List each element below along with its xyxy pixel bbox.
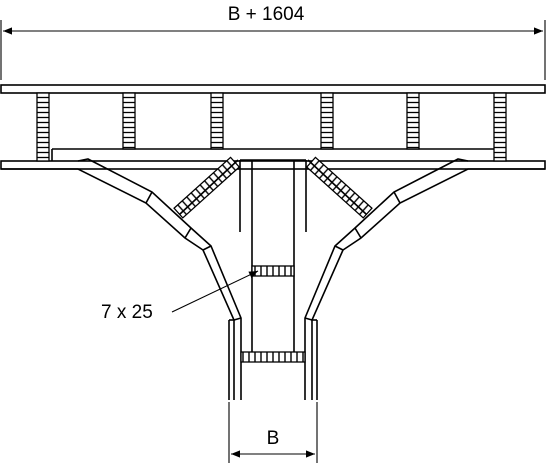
branch-left-side [1,156,242,400]
rung [493,92,507,162]
main-run [0,84,546,170]
rung [406,92,420,150]
rung [36,92,50,162]
overall-width-dimension: B + 1604 [0,4,546,80]
overall-width-label: B + 1604 [228,4,305,25]
rung-spacing-label: 7 x 25 [101,302,153,323]
main-run-rungs [36,92,507,162]
rung [122,92,136,150]
branch-rung-lower [240,351,306,363]
branch-right-side [304,156,545,400]
main-run-bottom-rail [0,160,546,170]
main-run-top-rail [0,84,546,94]
branch-rung-upper [251,265,295,277]
rung-spacing-callout: 7 x 25 [101,270,259,323]
branch-width-dimension: B [228,402,318,463]
rung [320,92,334,150]
rung [210,92,224,150]
branch-width-label: B [267,428,280,449]
branch-centre [239,159,307,363]
